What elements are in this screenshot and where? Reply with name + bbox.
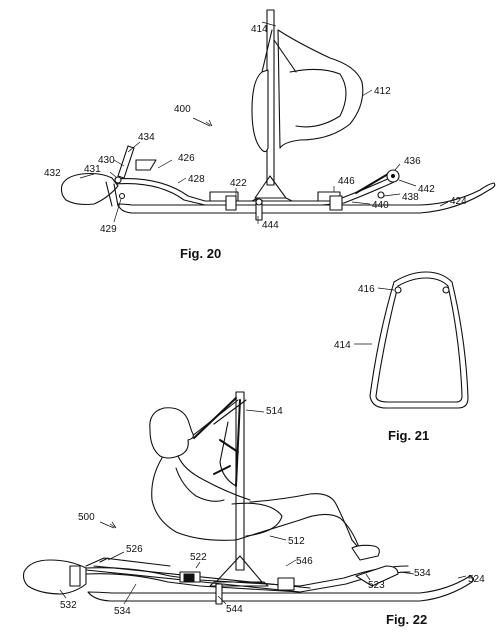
ref-424: 424 [450,196,467,207]
figure-22 [22,391,475,605]
fig20-clip-434 [135,159,157,171]
fig22-rider-torso [151,457,237,541]
fig20-front-block [209,191,239,202]
fig21-mast-frame-outer [369,271,469,409]
figure-20 [60,9,496,221]
ref-532: 532 [60,600,77,611]
ref-432: 432 [44,168,61,179]
ref-414-fig20: 414 [251,24,268,35]
fig22-strap [193,397,241,487]
fig22-caption: Fig. 22 [386,612,427,627]
ref-416: 416 [358,284,375,295]
fig20-foot-pedal-432 [60,172,119,206]
fig22-rear-block [277,577,295,591]
fig22-rear-pedal [355,565,399,587]
fig22-rider-leg-lower [249,493,363,553]
fig20-mast-base [251,175,293,202]
fig20-frame-rail-lower [114,181,395,206]
fig22-mast-base [209,555,269,587]
fig22-reference-numerals: 514 500 512 526 522 546 534 524 523 532 … [60,406,485,627]
fig20-joint-438 [377,191,385,199]
fig20-caption: Fig. 20 [180,246,221,261]
ref-428: 428 [188,174,205,185]
fig20-frame-rail [114,176,393,202]
fig20-rear-clamp [329,195,343,211]
ref-438: 438 [402,192,419,203]
fig20-pedal-bracket [105,181,119,207]
fig20-reference-numerals: 414 412 400 434 430 426 431 432 428 422 … [44,24,467,261]
ref-512: 512 [288,536,305,547]
fig22-seat-cushion [231,502,283,537]
fig22-rider-arm [175,467,225,502]
ref-400: 400 [174,104,191,115]
ref-430: 430 [98,155,115,166]
ref-422: 422 [230,178,247,189]
fig22-rider-leg-upper [235,513,369,557]
fig20-seat-back-inner [289,68,347,128]
ref-442: 442 [418,184,435,195]
fig20-pivot-431 [114,176,122,184]
ref-544: 544 [226,604,243,615]
ref-534-rear: 534 [114,606,131,617]
fig20-pulley-hub [390,173,396,179]
fig20-seat-strap [261,29,297,73]
ref-446: 446 [338,176,355,187]
ref-434: 434 [138,132,155,143]
fig22-leaders [59,409,467,605]
fig20-front-strut-430 [117,145,135,179]
ref-431: 431 [84,164,101,175]
ref-429: 429 [100,224,117,235]
ref-436: 436 [404,156,421,167]
fig22-ski-runner [87,575,475,602]
ref-534-front: 534 [414,568,431,579]
ref-526: 526 [126,544,143,555]
ref-414-fig21: 414 [334,340,351,351]
fig21-hole-left [394,286,402,294]
fig22-rider-torso-front [177,455,251,501]
fig20-clamp [225,195,237,211]
fig20-seat-back [277,29,364,149]
ref-523: 523 [368,580,385,591]
ref-444: 444 [262,220,279,231]
ref-524: 524 [468,574,485,585]
fig22-pivot-post [215,583,223,605]
ref-522: 522 [190,552,207,563]
fig22-rider-foot [351,544,380,561]
fig22-front-clamp [183,573,195,582]
fig22-rider-head [149,407,194,459]
ref-500: 500 [78,512,95,523]
fig20-rear-arm [355,173,389,194]
fig21-caption: Fig. 21 [388,428,429,443]
ref-426: 426 [178,153,195,164]
fig20-seat-front [251,69,269,153]
ref-412: 412 [374,86,391,97]
fig21-mast-frame-inner [375,277,463,403]
fig22-pedal-bracket [69,565,81,587]
fig20-pivot-429 [118,192,126,200]
ref-546: 546 [296,556,313,567]
fig21-hole-right [442,286,450,294]
ref-440: 440 [372,200,389,211]
fig20-ski-runner [117,182,496,214]
figure-21: 416 414 Fig. 21 [334,271,469,443]
fig20-leaders [79,21,449,224]
ref-514: 514 [266,406,283,417]
fig20-pivot-pin [255,198,263,206]
fig22-tow-rod-526 [85,557,171,567]
